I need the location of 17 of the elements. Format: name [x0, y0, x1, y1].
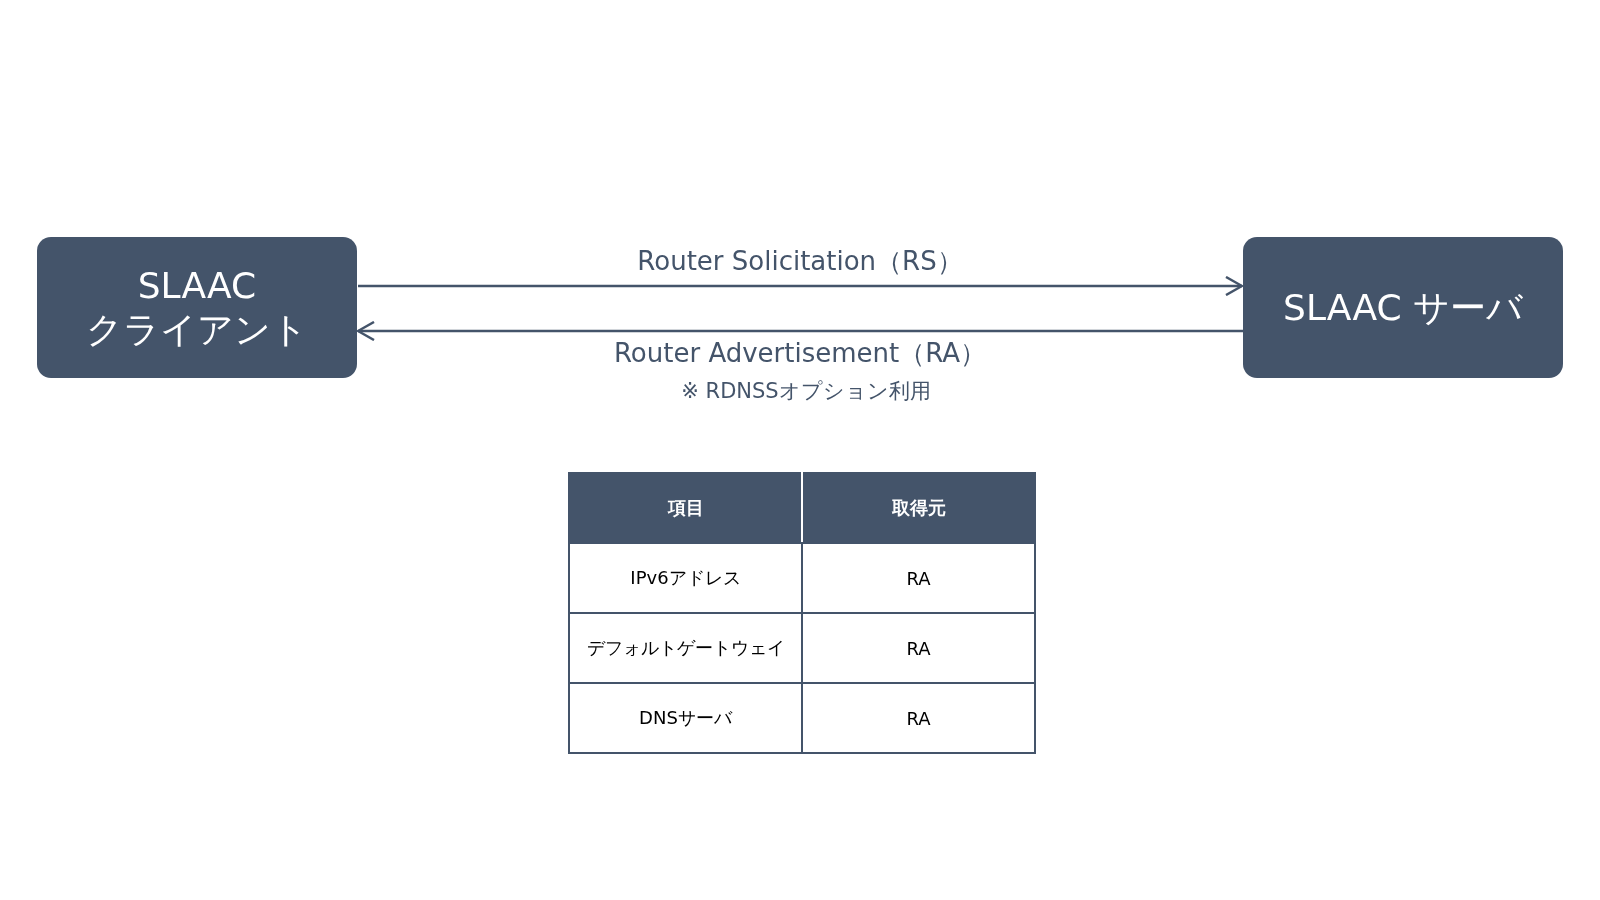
box-label: SLAAC サーバ — [1283, 285, 1523, 330]
box-label: SLAAC クライアント — [85, 264, 309, 351]
endpoint-box — [37, 237, 357, 378]
edge-label: Router Solicitation（RS） — [637, 245, 963, 278]
table-header-cell: 取得元 — [802, 473, 1035, 543]
table-cell: DNSサーバ — [569, 683, 802, 753]
edge-label: Router Advertisement（RA） — [613, 337, 987, 370]
table-header-cell: 項目 — [569, 473, 802, 543]
table-cell: RA — [802, 613, 1035, 683]
arrow — [356, 320, 1244, 342]
table-cell: デフォルトゲートウェイ — [569, 613, 802, 683]
table-cell: RA — [802, 543, 1035, 613]
arrow — [358, 275, 1244, 297]
table-cell: IPv6アドレス — [569, 543, 802, 613]
endpoint-box — [1243, 237, 1563, 378]
table-cell: RA — [802, 683, 1035, 753]
note-text: ※ RDNSSオプション利用 — [681, 378, 931, 405]
